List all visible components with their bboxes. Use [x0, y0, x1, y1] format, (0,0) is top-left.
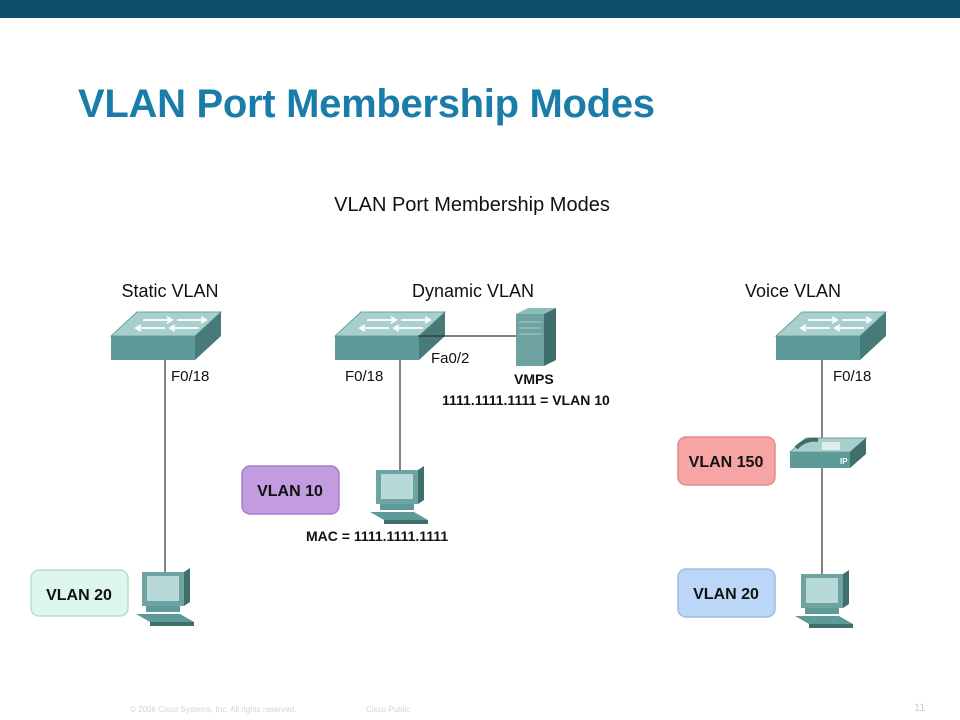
voice-pc-icon [795, 570, 853, 628]
dynamic-vlan-badge [241, 465, 340, 515]
voice-vlan-heading: Voice VLAN [745, 281, 841, 301]
static-pc-icon [136, 568, 194, 626]
page-number: 11 [914, 702, 926, 714]
voice-phone-vlan-badge [677, 436, 776, 486]
voice-data-vlan-label: VLAN 20 [693, 586, 759, 603]
dynamic-port-label: F0/18 [345, 368, 383, 385]
voice-switch-icon [775, 311, 887, 361]
voice-port-label: F0/18 [833, 368, 871, 385]
dynamic-vlan-heading: Dynamic VLAN [412, 281, 534, 301]
dynamic-vlan-label: VLAN 10 [257, 483, 323, 500]
static-port-label: F0/18 [171, 368, 209, 385]
voice-phone-vlan-label: VLAN 150 [689, 454, 764, 471]
dynamic-mac-label: MAC = 1111.1111.1111 [306, 528, 448, 544]
footer-classification: Cisco Public [366, 705, 411, 714]
ip-phone-icon: IP [788, 437, 868, 468]
vmps-label: VMPS [514, 371, 554, 387]
static-vlan-badge [30, 569, 129, 617]
static-vlan-label: VLAN 20 [46, 587, 112, 604]
ip-phone-badge: IP [840, 457, 848, 466]
footer-copyright: © 2006 Cisco Systems, Inc. All rights re… [130, 705, 297, 714]
static-vlan-heading: Static VLAN [121, 281, 218, 301]
diagram-title: VLAN Port Membership Modes [334, 194, 610, 216]
dynamic-pc-icon [370, 466, 428, 524]
voice-data-vlan-badge [677, 568, 776, 618]
vmps-port-label: Fa0/2 [431, 350, 469, 367]
vmps-mapping-label: 1111.1111.1111 = VLAN 10 [442, 392, 610, 408]
vmps-server-icon [516, 308, 556, 366]
static-switch-icon [110, 311, 222, 361]
slide-title: VLAN Port Membership Modes [78, 82, 655, 126]
top-bar [0, 0, 960, 18]
